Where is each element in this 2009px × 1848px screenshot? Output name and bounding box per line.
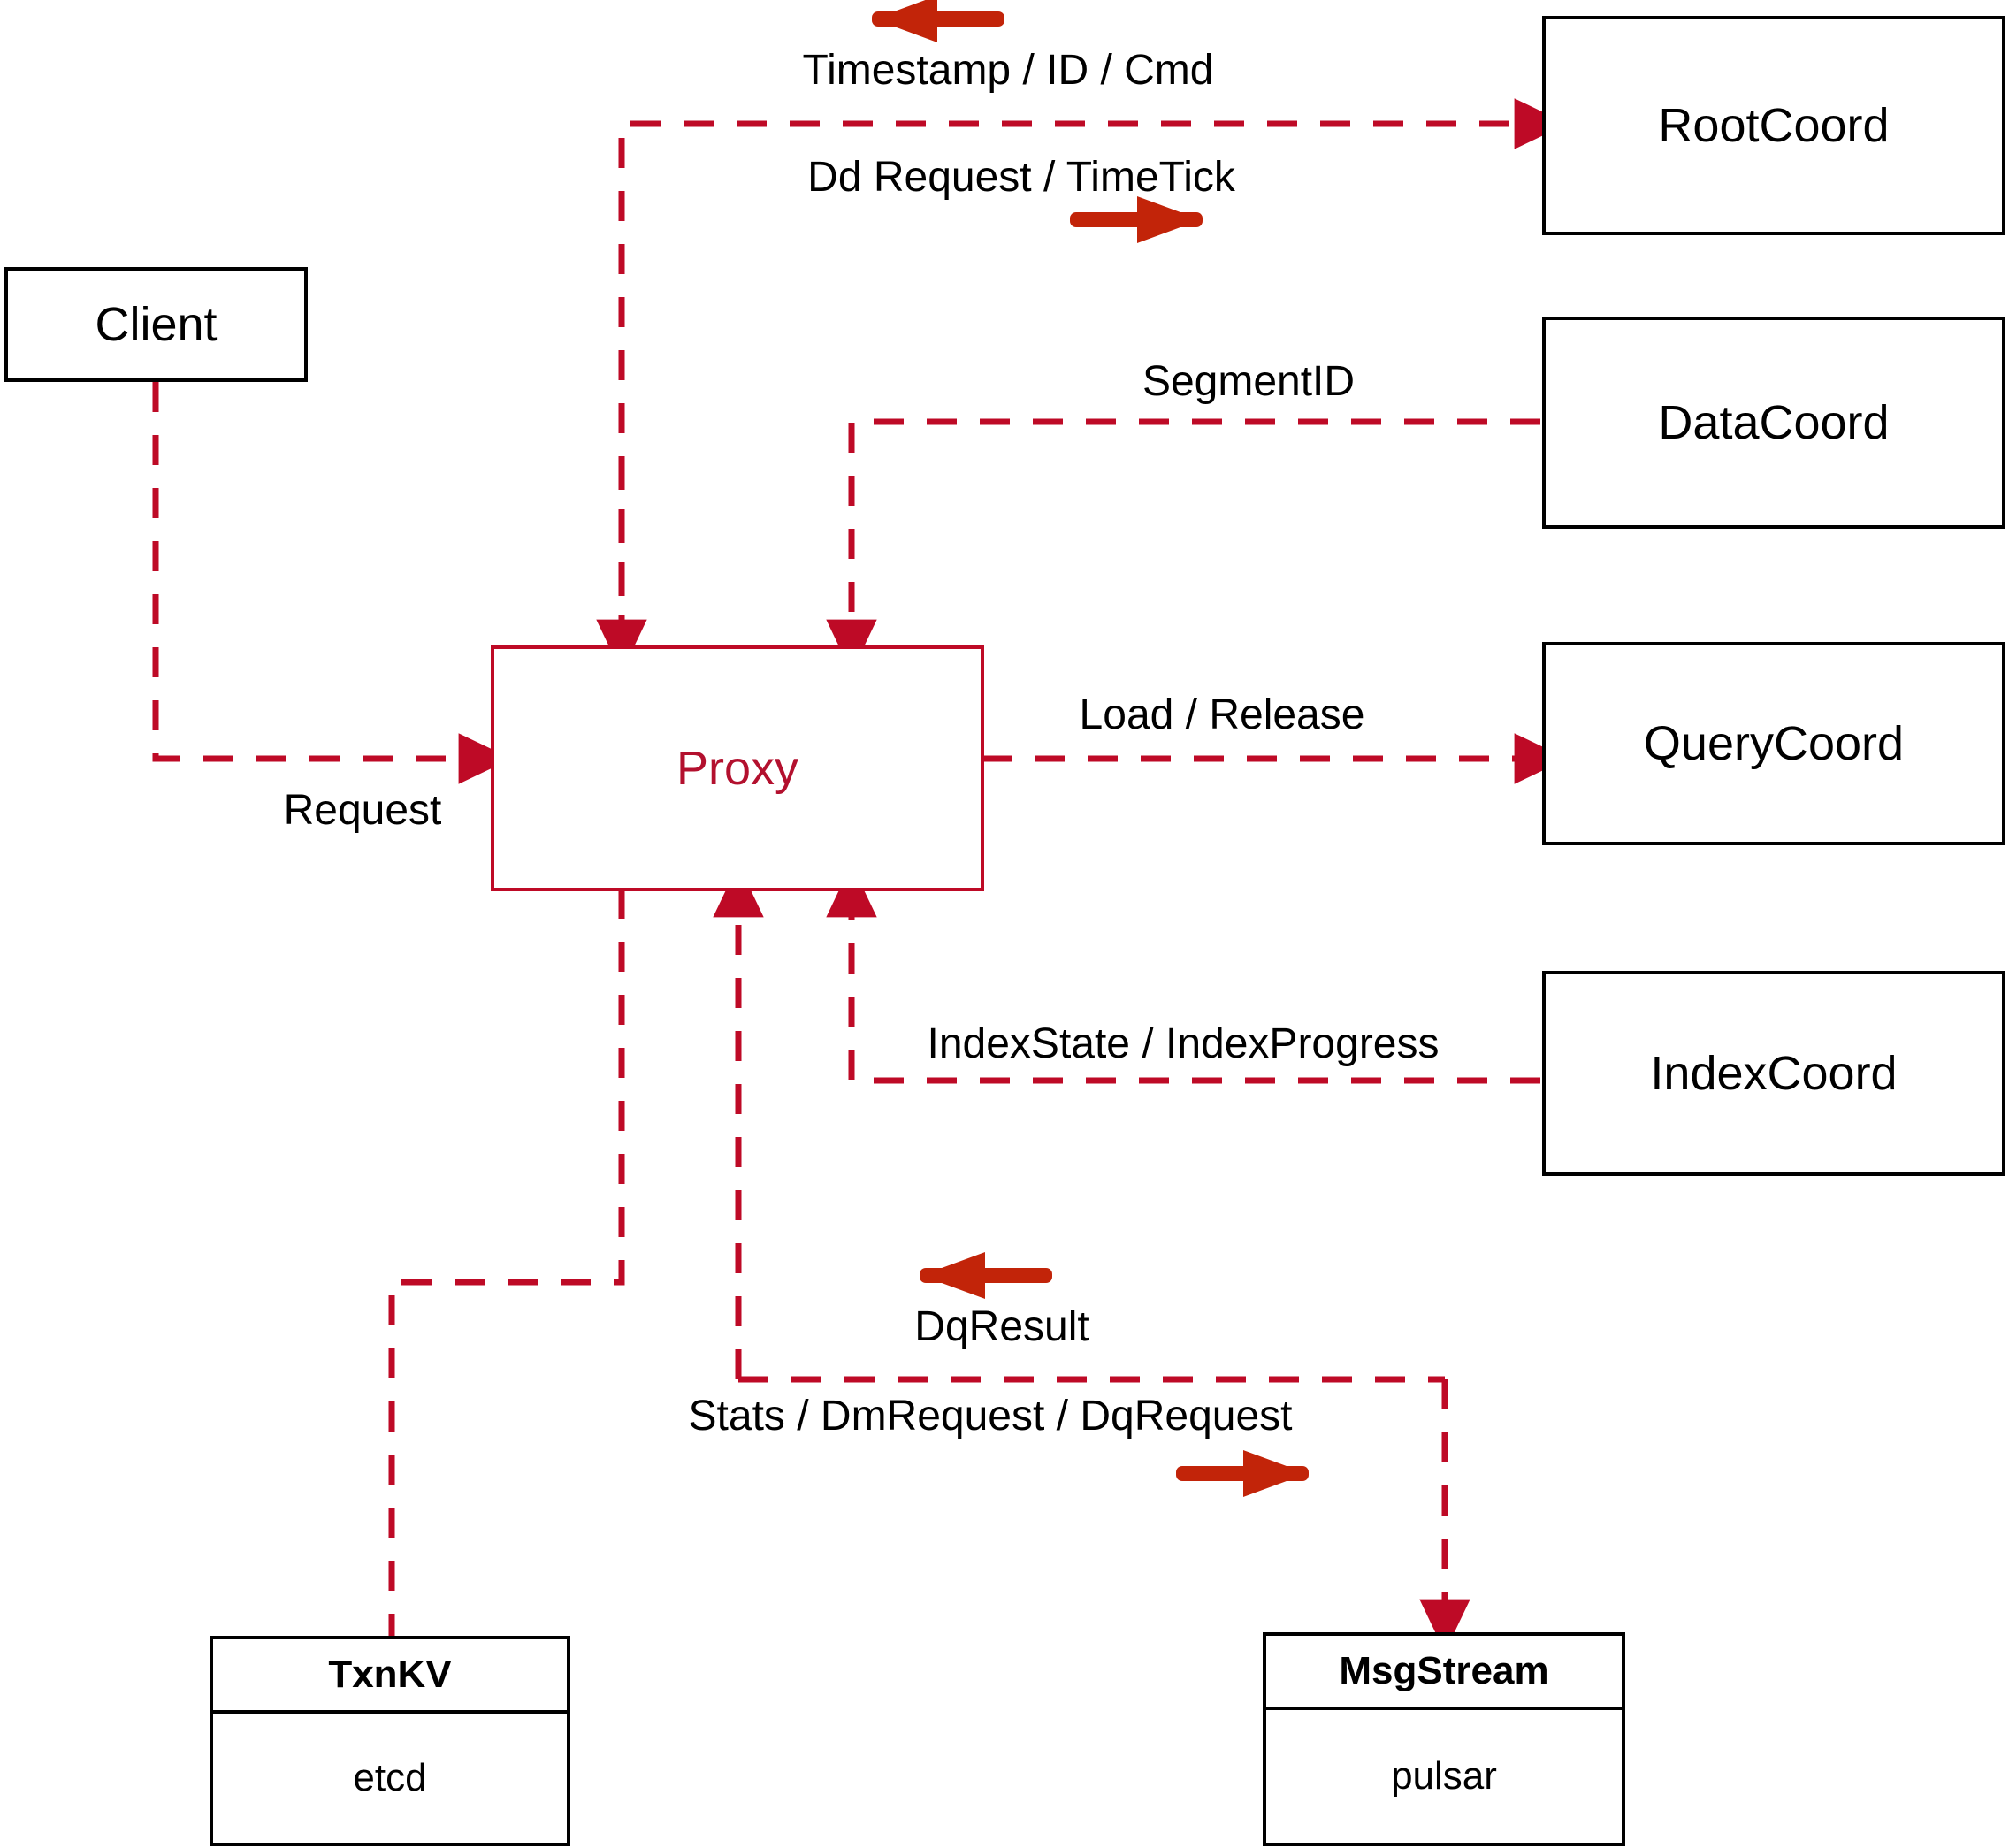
node-indexcoord[interactable]: IndexCoord: [1542, 971, 2005, 1176]
node-rootcoord[interactable]: RootCoord: [1542, 16, 2005, 235]
node-datacoord-label: DataCoord: [1658, 396, 1890, 449]
node-querycoord[interactable]: QueryCoord: [1542, 642, 2005, 845]
arrow-dqresult-left: [920, 1252, 1052, 1299]
node-rootcoord-label: RootCoord: [1658, 99, 1890, 152]
node-indexcoord-label: IndexCoord: [1650, 1047, 1898, 1100]
edge-datacoord-to-proxy: [826, 418, 1540, 673]
node-proxy[interactable]: Proxy: [491, 645, 984, 891]
node-msgstream-body: pulsar: [1391, 1754, 1497, 1798]
node-proxy-label: Proxy: [676, 742, 799, 795]
edge-label-load-release: Load / Release: [1079, 691, 1365, 738]
node-txnkv-header: TxnKV: [213, 1639, 567, 1714]
node-txnkv[interactable]: TxnKV etcd: [210, 1636, 570, 1846]
edge-label-timestamp-id-cmd: Timestamp / ID / Cmd: [802, 47, 1214, 94]
node-msgstream[interactable]: MsgStream pulsar: [1263, 1632, 1625, 1846]
node-client[interactable]: Client: [4, 267, 308, 382]
edge-label-segment-id: SegmentID: [1142, 358, 1356, 405]
edge-label-index-state-progress: IndexState / IndexProgress: [927, 1020, 1440, 1067]
node-client-label: Client: [95, 298, 218, 351]
edge-indexcoord-to-proxy: [826, 864, 1540, 1084]
node-msgstream-header: MsgStream: [1266, 1636, 1622, 1710]
node-txnkv-body: etcd: [353, 1756, 427, 1799]
edge-proxy-to-txnkv: [388, 889, 625, 1638]
edge-label-dqresult: DqResult: [914, 1303, 1089, 1350]
arrow-stats-dm-dq-request-right: [1176, 1450, 1309, 1497]
edge-label-request: Request: [283, 787, 442, 834]
edge-label-dd-request-timetick: Dd Request / TimeTick: [807, 154, 1235, 201]
arrow-dd-request-timetick-right: [1070, 196, 1203, 243]
edge-label-stats-dm-dq-request: Stats / DmRequest / DqRequest: [688, 1393, 1293, 1439]
node-datacoord[interactable]: DataCoord: [1542, 317, 2005, 529]
edge-client-to-proxy: [152, 382, 512, 784]
arrow-timestamp-id-cmd-left: [872, 0, 1004, 42]
node-querycoord-label: QueryCoord: [1643, 717, 1905, 770]
